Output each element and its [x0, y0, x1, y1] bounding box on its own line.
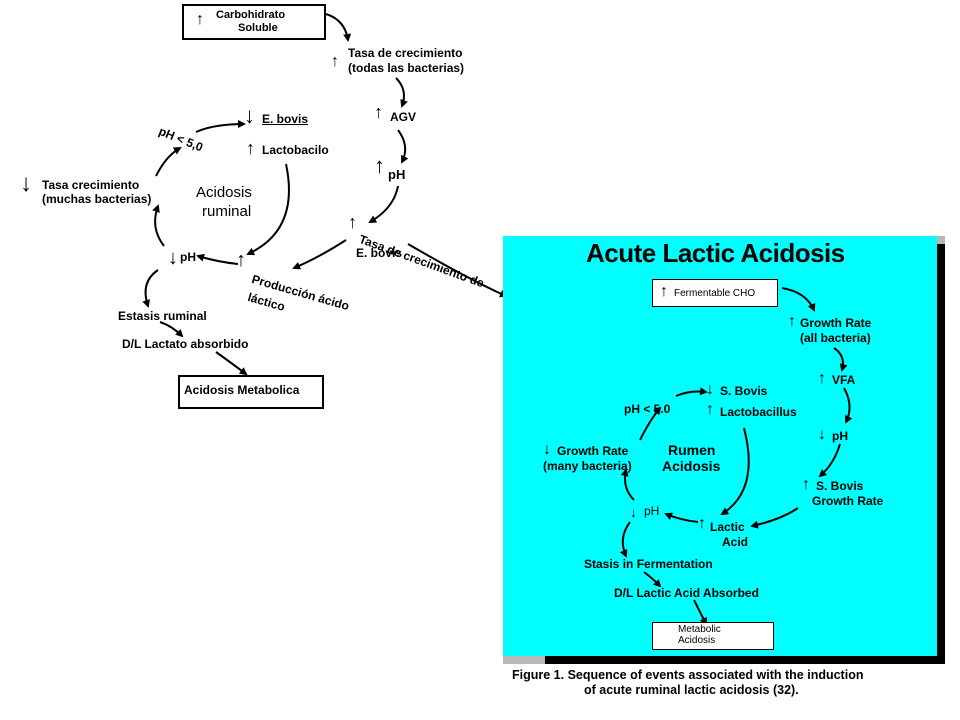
arrow-ebovis-to-tail: [407, 243, 508, 298]
down-arrow-icon: ↓: [630, 504, 637, 520]
arrow-growth-to-phlt: [639, 406, 662, 441]
lactic-line2: Acid: [722, 535, 749, 549]
down-arrow-icon: ↓: [543, 441, 551, 458]
growth-many-line2: (many bacteria): [543, 459, 632, 473]
panel-shadow-edge: [503, 656, 545, 664]
carbohidrato-line1: Carbohidrato: [216, 9, 286, 21]
panel-shadow-right: [937, 244, 945, 664]
center-line1: Rumen: [668, 442, 716, 458]
lactobacilo-label: Lactobacilo: [262, 143, 329, 157]
carbohidrato-line2: Soluble: [238, 22, 278, 34]
lactato-label: D/L Lactato absorbido: [122, 337, 249, 351]
sbovis-growth-line1: S. Bovis: [816, 479, 864, 493]
lactic-line1: Lactic: [710, 520, 745, 534]
tasa-line2: (todas las bacterias): [348, 61, 465, 75]
tasa-muchas-line2: (muchas bacterias): [42, 192, 152, 206]
arrow-lacto-to-lactic: [720, 427, 750, 516]
arrow-fermentable-to-growth: [781, 287, 816, 312]
up-arrow-icon: ↑: [246, 138, 255, 158]
vfa-label: VFA: [832, 373, 856, 387]
arrow-ph-to-estasis: [142, 269, 159, 308]
absorbed-label: D/L Lactic Acid Absorbed: [614, 586, 759, 600]
box-fermentable: [652, 279, 778, 307]
arrow-ph-to-tasa: [152, 204, 165, 247]
up-arrow-icon: ↑: [236, 249, 246, 271]
ph-lt-label: pH < 5.0: [624, 402, 671, 416]
up-arrow-icon: ↑: [660, 283, 668, 300]
box-carbohidrato: [182, 4, 326, 40]
growth-all-line2: (all bacteria): [800, 331, 871, 345]
center-line2: ruminal: [202, 203, 252, 220]
arrow-tasa-to-agv: [395, 77, 408, 108]
down-arrow-icon: ↓: [244, 103, 255, 128]
metabolic-line1: Metabolic: [678, 624, 721, 635]
arrow-lacto-to-produccion: [246, 163, 290, 256]
growth-all-line1: Growth Rate: [800, 316, 872, 330]
fermentable-label: Fermentable CHO: [674, 288, 756, 299]
ph-left-label: pH: [180, 250, 196, 264]
estasis-label: Estasis ruminal: [118, 309, 207, 323]
down-arrow-icon: ↓: [706, 381, 714, 398]
caption-line2: of acute ruminal lactic acidosis (32).: [584, 683, 799, 697]
arrow-ph-to-ebovis: [368, 185, 399, 224]
down-arrow-icon: ↓: [168, 247, 178, 269]
up-arrow-icon: ↑: [818, 370, 826, 387]
metabolic-line2: Acidosis: [678, 635, 716, 646]
up-arrow-icon: ↑: [698, 515, 706, 532]
center-line1: Acidosis: [196, 184, 252, 201]
arrow-lactic-to-ph: [664, 512, 699, 523]
tasa-muchas-line1: Tasa crecimiento: [42, 178, 140, 192]
metabolica-label: Acidosis Metabolica: [184, 383, 300, 397]
arrow-sbovis-to-lactic: [750, 507, 799, 529]
arrow-tasa-to-phlt: [155, 147, 182, 177]
up-arrow-icon: ↑: [196, 11, 204, 28]
ph-right-label: pH: [388, 167, 406, 182]
english-title: Acute Lactic Acidosis: [586, 238, 845, 268]
growth-many-line1: Growth Rate: [557, 444, 629, 458]
s-bovis-label: S. Bovis: [720, 384, 768, 398]
arrow-ph-to-stasis: [619, 521, 631, 558]
arrow-ph-to-growth: [620, 468, 635, 501]
up-arrow-icon: ↑: [802, 476, 810, 493]
up-arrow-icon: ↑: [331, 53, 339, 70]
ph-left-label: pH: [644, 504, 660, 518]
box-metabolica: [178, 375, 324, 409]
arrow-agv-to-ph: [397, 129, 409, 164]
arrow-ph-to-sbovis: [818, 443, 841, 478]
arrow-phlt-to-ebovis: [195, 120, 246, 133]
sbovis-growth-line2: Growth Rate: [812, 494, 884, 508]
arrow-stasis-to-absorbed: [643, 571, 662, 588]
agv-label: AGV: [390, 110, 417, 124]
arrow-lactato-to-metabolica: [215, 351, 248, 376]
tasa-line1: Tasa de crecimiento: [348, 46, 463, 60]
arrow-produccion-to-ph: [196, 253, 239, 265]
arrow-phlt-to-sbovis: [675, 387, 708, 397]
arrow-ebovis-to-produccion: [292, 239, 347, 270]
up-arrow-icon: ↑: [374, 153, 385, 178]
down-arrow-icon: ↓: [20, 170, 32, 197]
up-arrow-icon: ↑: [706, 401, 714, 418]
tasa-ebovis-line2: E. bovis: [356, 246, 403, 260]
ph-right-label: pH: [832, 429, 848, 443]
e-bovis-label: E. bovis: [262, 112, 309, 126]
arrow-estasis-to-lactato: [159, 321, 184, 338]
stasis-label: Stasis in Fermentation: [584, 557, 713, 571]
box-metabolic: [652, 622, 774, 650]
arrow-absorbed-to-metabolic: [693, 599, 707, 626]
up-arrow-icon: ↑: [348, 212, 357, 232]
up-arrow-icon: ↑: [374, 102, 383, 122]
down-arrow-icon: ↓: [818, 426, 826, 443]
up-arrow-icon: ↑: [788, 313, 796, 330]
center-line2: Acidosis: [662, 458, 721, 474]
lactobacillus-label: Lactobacillus: [720, 405, 797, 419]
panel-shadow-bottom: [545, 656, 945, 664]
arrow-carbohidrato-to-tasa: [325, 13, 352, 42]
arrow-growth-to-vfa: [833, 347, 848, 372]
caption-line1: Figure 1. Sequence of events associated …: [512, 668, 864, 682]
arrow-vfa-to-ph: [843, 387, 853, 424]
